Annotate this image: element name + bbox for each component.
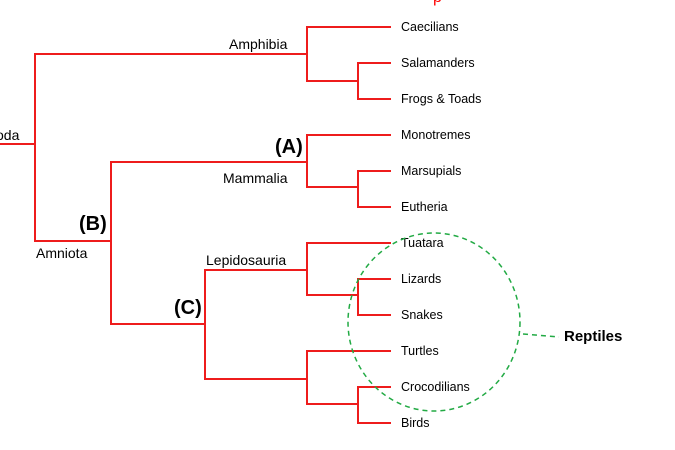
taxon-lizards: Lizards	[401, 272, 441, 286]
mammalia-branch	[110, 134, 391, 208]
amniota-branch	[34, 161, 112, 325]
lepidosauria-label: Lepidosauria	[206, 252, 286, 268]
archelosauria-branch	[204, 350, 391, 424]
taxon-snakes: Snakes	[401, 308, 443, 322]
header-fragment: p	[433, 0, 442, 6]
tree-branches	[0, 26, 391, 424]
root-clade-label: oda	[0, 127, 20, 143]
taxon-eutheria: Eutheria	[401, 200, 448, 214]
amphibia-label: Amphibia	[229, 36, 288, 52]
mammalia-label: Mammalia	[223, 170, 288, 186]
taxon-turtles: Turtles	[401, 344, 439, 358]
marker-b: (B)	[79, 213, 107, 235]
marker-a: (A)	[275, 136, 303, 158]
taxon-caecilians: Caecilians	[401, 20, 459, 34]
taxon-birds: Birds	[401, 416, 429, 430]
amphibia-branch	[34, 26, 391, 100]
reptiles-highlight-ellipse	[347, 232, 521, 412]
reptiles-callout-label: Reptiles	[564, 328, 622, 345]
taxon-salamanders: Salamanders	[401, 56, 475, 70]
taxon-tuatara: Tuatara	[401, 236, 444, 250]
sauropsida-branch	[110, 269, 206, 380]
taxon-crocodilians: Crocodilians	[401, 380, 470, 394]
taxon-marsupials: Marsupials	[401, 164, 461, 178]
amniota-label: Amniota	[36, 245, 88, 261]
reptiles-callout-connector	[522, 333, 560, 338]
taxon-monotremes: Monotremes	[401, 128, 470, 142]
marker-c: (C)	[174, 297, 202, 319]
root-branch	[0, 53, 36, 242]
lepidosauria-branch	[204, 242, 391, 316]
taxon-frogs-toads: Frogs & Toads	[401, 92, 481, 106]
taxa-labels: Caecilians Salamanders Frogs & Toads Mon…	[401, 20, 481, 430]
